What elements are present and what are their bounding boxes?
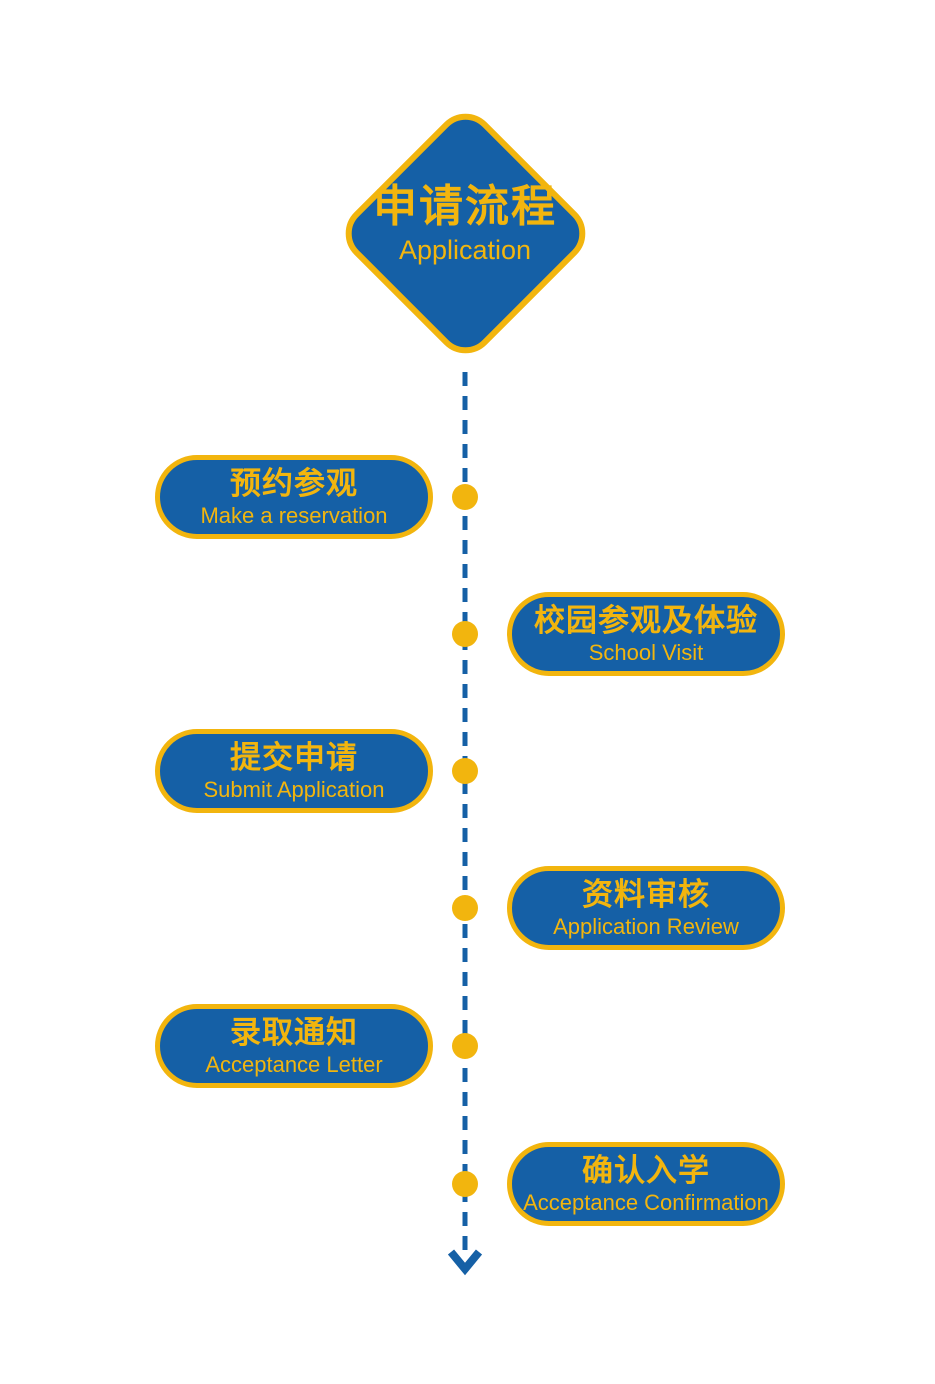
timeline-dot [452,895,478,921]
flow-start-title: 申请流程 Application [325,182,605,268]
arrow-down-icon [447,1249,483,1276]
step-label-en: Submit Application [203,777,385,802]
step-label-en: Acceptance Letter [205,1052,383,1077]
step-label-zh: 校园参观及体验 [534,603,758,638]
timeline-dot [452,758,478,784]
step-pill-school-visit: 校园参观及体验 School Visit [507,592,785,676]
step-pill-acceptance-confirmation: 确认入学 Acceptance Confirmation [507,1142,785,1226]
step-label-en: School Visit [588,640,704,665]
timeline-dot [452,621,478,647]
step-label-en: Application Review [553,914,739,939]
step-label-zh: 录取通知 [230,1015,358,1050]
step-pill-acceptance-letter: 录取通知 Acceptance Letter [155,1004,433,1088]
step-label-en: Make a reservation [200,503,388,528]
step-label-zh: 提交申请 [230,740,358,775]
timeline-dot [452,1033,478,1059]
step-pill-application-review: 资料审核 Application Review [507,866,785,950]
step-label-zh: 确认入学 [582,1153,710,1188]
step-label-zh: 预约参观 [230,466,358,501]
step-label-en: Acceptance Confirmation [523,1190,769,1215]
timeline-dot [452,1171,478,1197]
step-pill-reservation: 预约参观 Make a reservation [155,455,433,539]
flow-title-zh: 申请流程 [373,182,557,231]
step-label-zh: 资料审核 [582,877,710,912]
step-pill-submit-application: 提交申请 Submit Application [155,729,433,813]
timeline-dot [452,484,478,510]
flow-title-en: Application [398,235,532,265]
